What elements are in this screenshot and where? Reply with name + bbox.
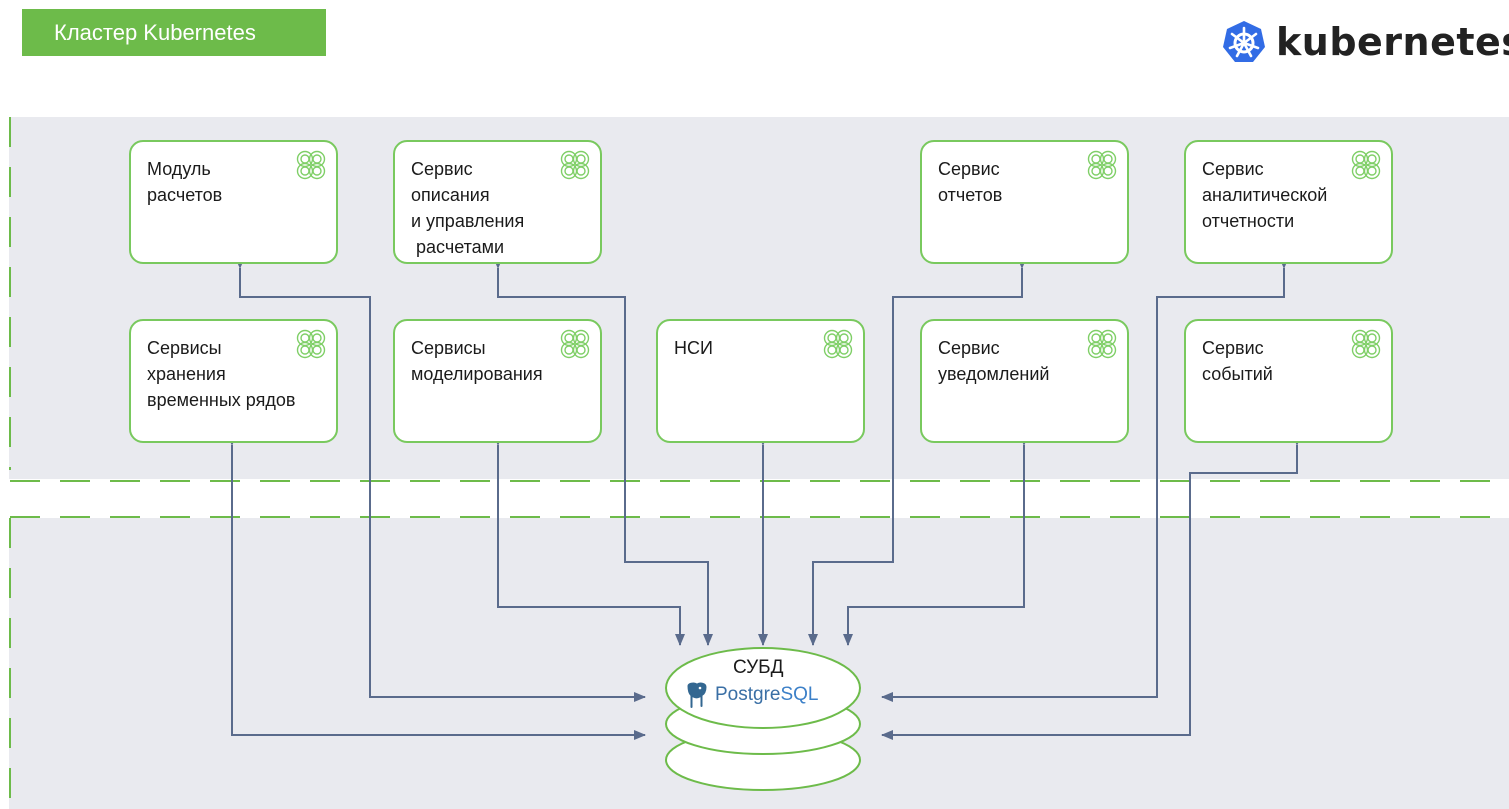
postgresql-elephant-icon: [686, 681, 708, 709]
node-calc-module[interactable]: Модуль расчетов: [129, 140, 338, 264]
kubernetes-logo: kubernetes: [1222, 18, 1509, 66]
node-notifications[interactable]: Сервис уведомлений: [920, 319, 1129, 443]
pod-icon: [823, 329, 853, 359]
kubernetes-helm-icon: [1223, 21, 1265, 62]
pod-icon: [296, 329, 326, 359]
database-cylinder: [665, 647, 861, 791]
node-calc-management[interactable]: Сервис описания и управления расчетами: [393, 140, 602, 264]
pod-icon: [1351, 329, 1381, 359]
pod-icon: [1087, 150, 1117, 180]
pod-icon: [560, 329, 590, 359]
link-timeseries: [227, 434, 646, 740]
node-events[interactable]: Сервис событий: [1184, 319, 1393, 443]
postgresql-sql: SQL: [780, 684, 819, 705]
kubernetes-wordmark: kubernetes: [1276, 20, 1509, 64]
node-analytics-reports[interactable]: Сервис аналитической отчетности: [1184, 140, 1393, 264]
pod-icon: [1087, 329, 1117, 359]
link-events: [881, 434, 1302, 740]
pod-icon: [1351, 150, 1381, 180]
zone-boundary-dashes: [9, 117, 1509, 809]
pod-icon: [560, 150, 590, 180]
node-modeling[interactable]: Сервисы моделирования: [393, 319, 602, 443]
postgresql-logo: PostgreSQL: [681, 680, 819, 710]
node-reports[interactable]: Сервис отчетов: [920, 140, 1129, 264]
link-calc-mgmt: [493, 257, 713, 646]
postgresql-word: Postgre: [715, 684, 781, 705]
link-modeling: [493, 434, 685, 646]
node-timeseries-storage[interactable]: Сервисы хранения временных рядов: [129, 319, 338, 443]
cluster-label: Кластер Kubernetes: [22, 9, 326, 56]
link-notifications: [843, 434, 1029, 646]
pod-icon: [296, 150, 326, 180]
connectors: [227, 257, 1302, 740]
database-title: СУБД: [733, 657, 784, 678]
node-nsi[interactable]: НСИ: [656, 319, 865, 443]
